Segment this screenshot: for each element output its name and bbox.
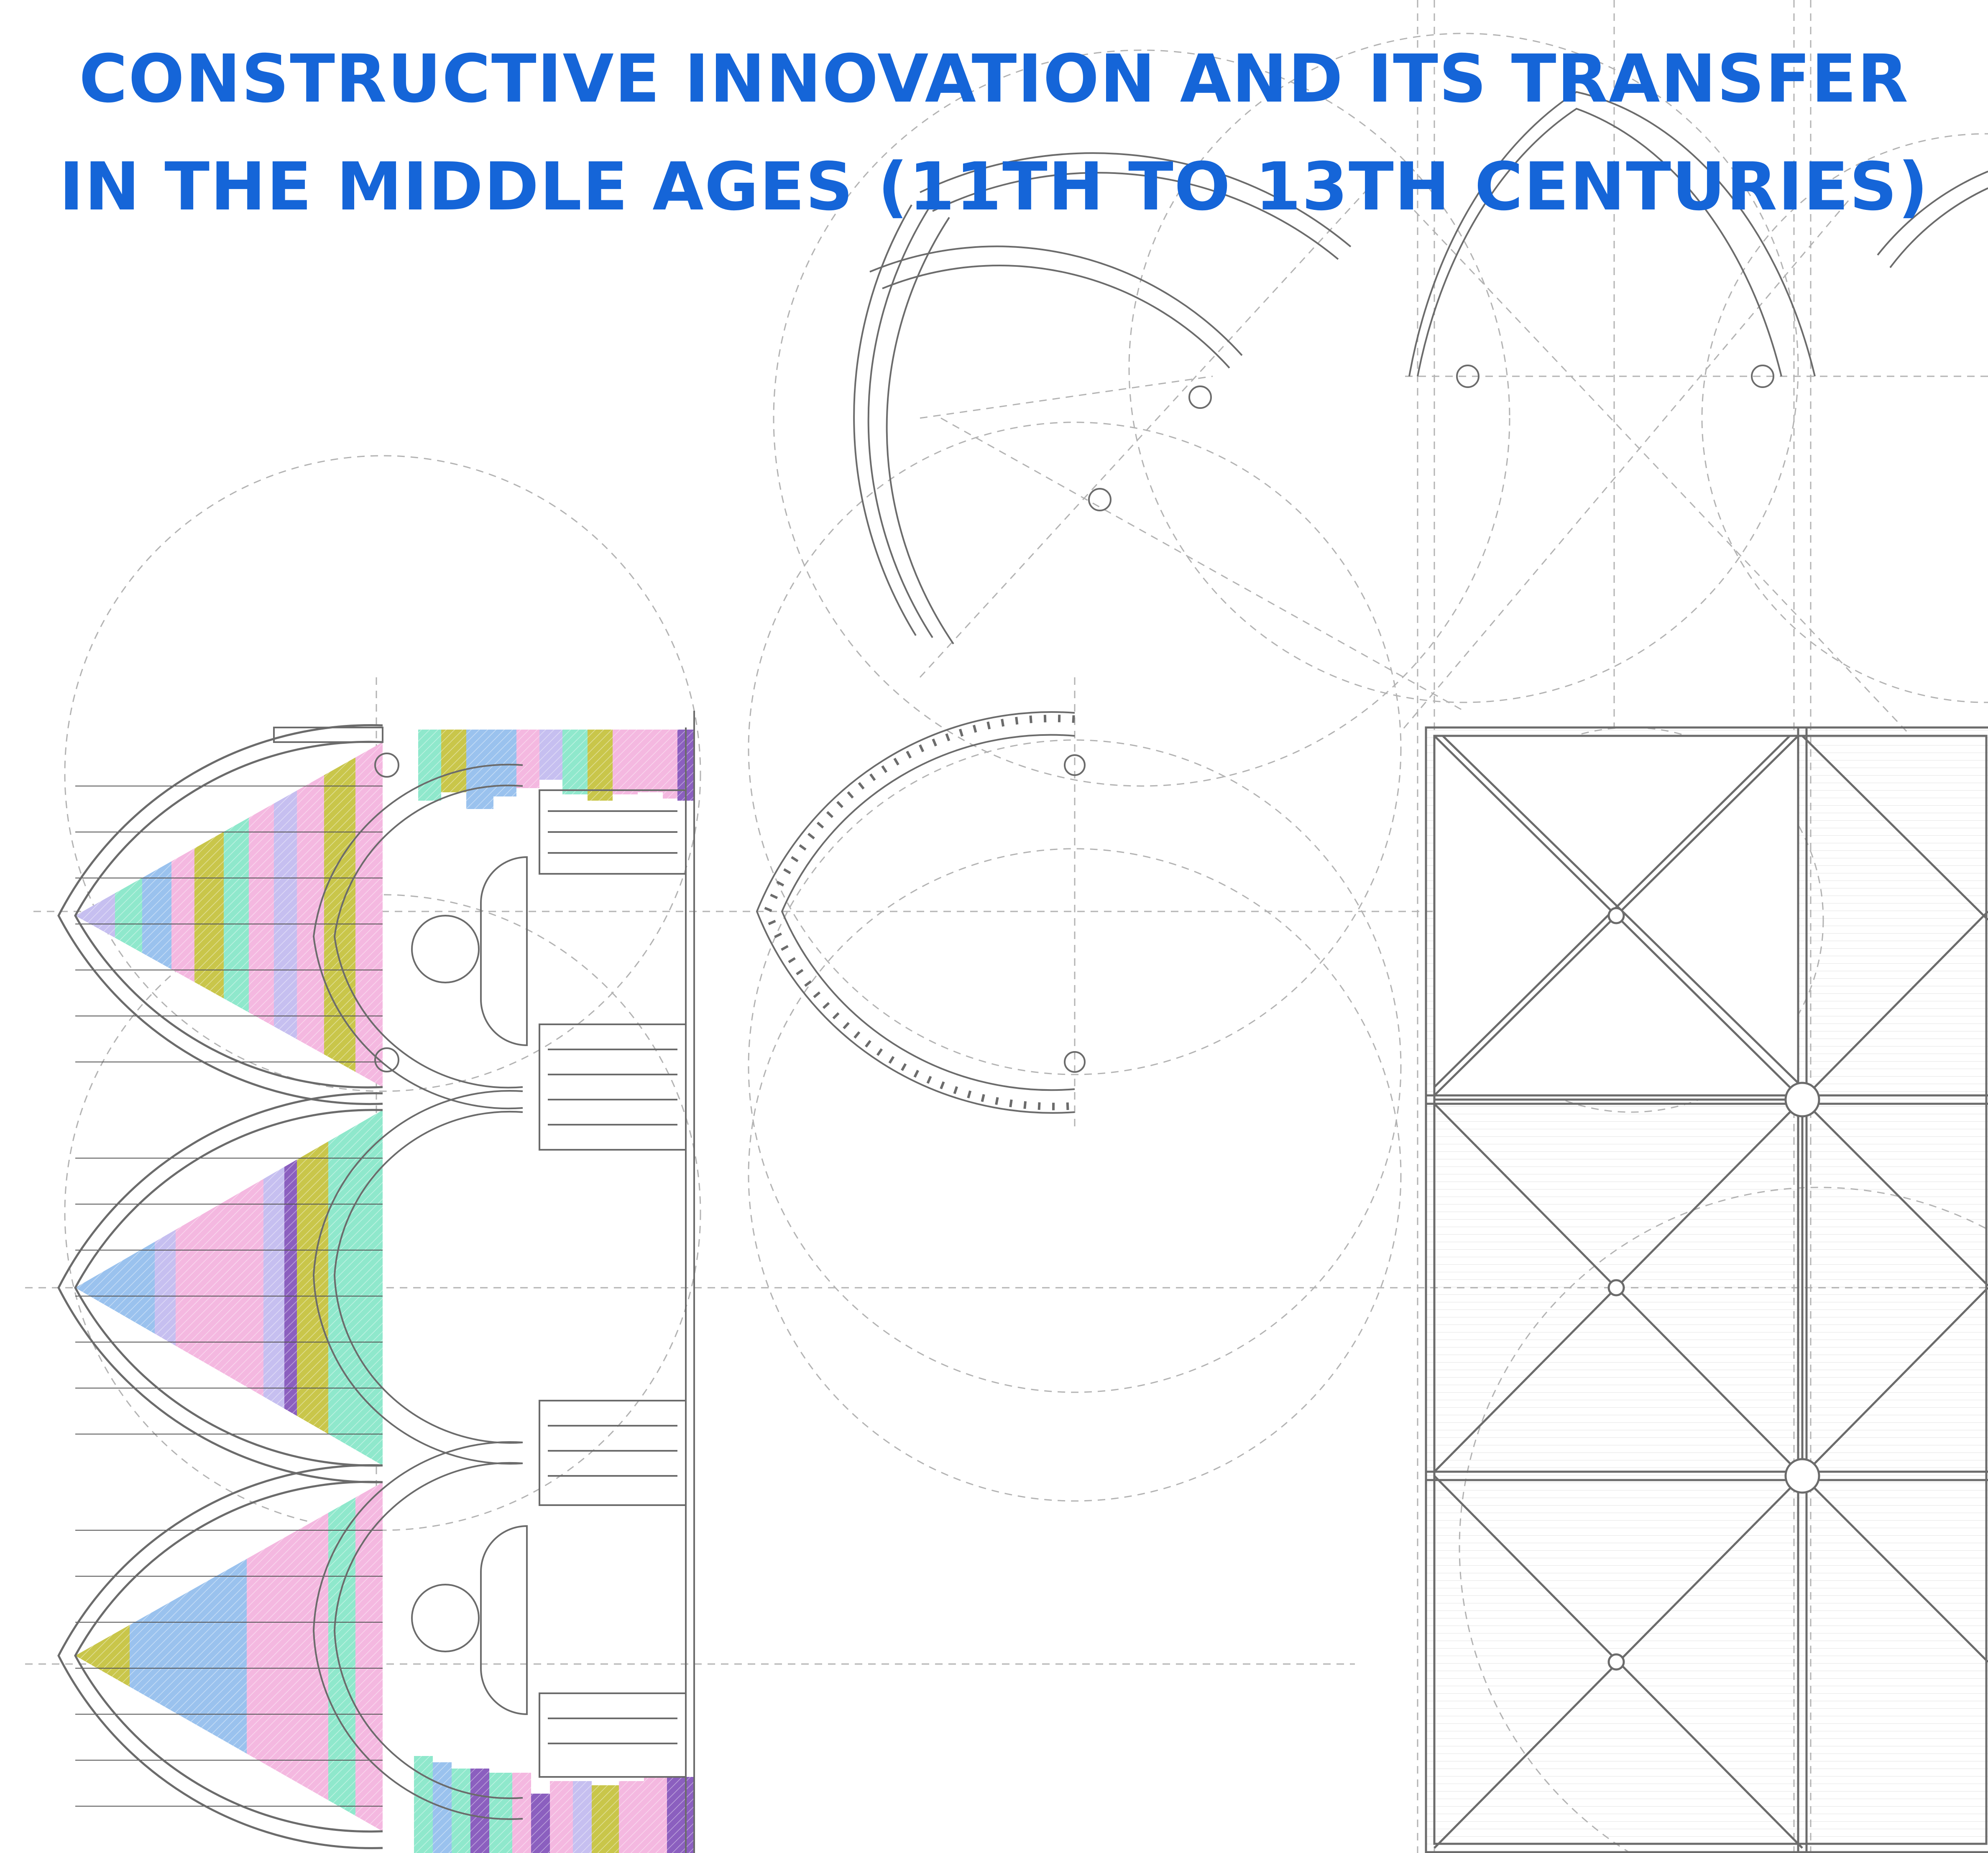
cover-title-line-2: IN THE MIDDLE AGES (11TH TO 13TH CENTURI… [59,148,1929,225]
upper-arches [853,91,1988,645]
cover-title-line-1: CONSTRUCTIVE INNOVATION AND ITS TRANSFER [79,41,1909,117]
top-block-strip [418,730,694,809]
central-ogive [756,711,1086,1114]
left-elevation [57,711,695,1853]
vault-plan [1425,726,1988,1853]
bottom-block-strip [414,1756,694,1853]
